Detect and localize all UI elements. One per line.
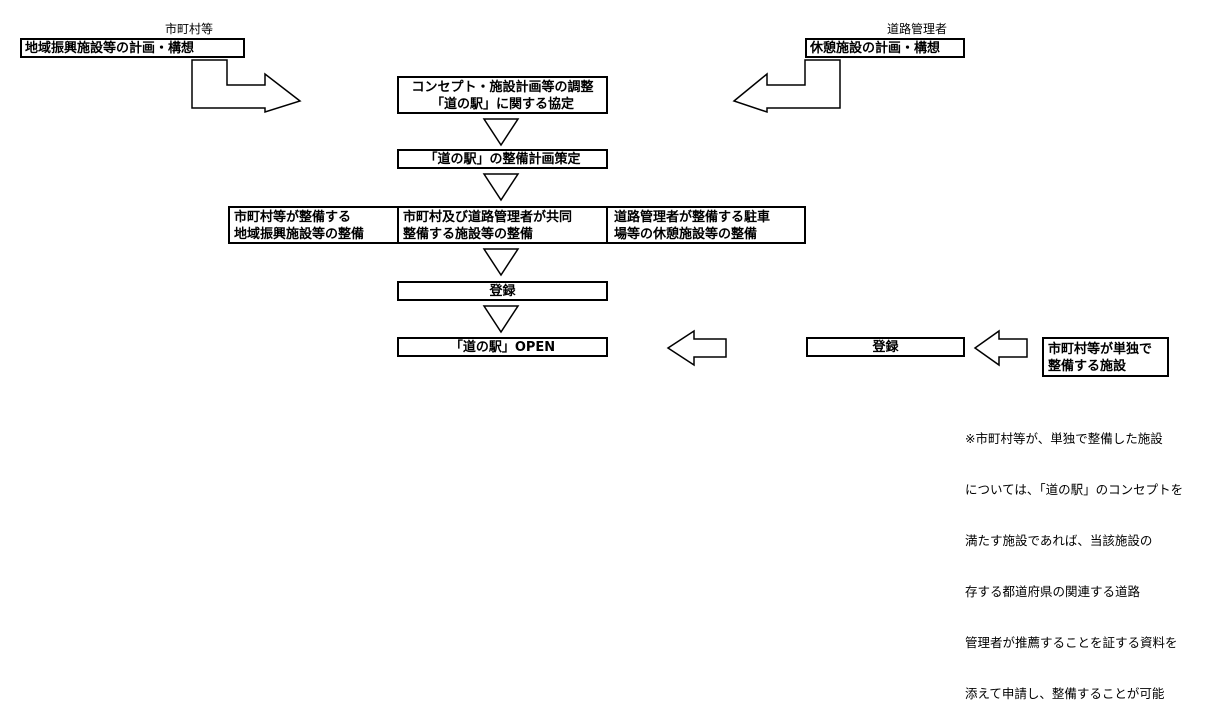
standalone-registration-box: 登録 [806,337,965,357]
down-triangle-icon [482,173,520,202]
footnote-line-3: 満たす施設であれば、当該施設の [965,533,1153,548]
down-triangle-icon [482,118,520,147]
left-arrow-icon [973,329,1028,367]
open-text: 「道の駅」OPEN [449,340,556,355]
municipal-development-box: 市町村等が整備する 地域振興施設等の整備 [228,206,399,244]
standalone-facility-box: 市町村等が単独で 整備する施設 [1042,337,1169,377]
municipal-development-line-1: 市町村等が整備する [234,210,352,225]
bent-arrow-left-icon [732,59,841,114]
open-box: 「道の駅」OPEN [397,337,608,357]
municipality-plan-text: 地域振興施設等の計画・構想 [25,41,195,56]
standalone-facility-line-2: 整備する施設 [1048,359,1127,374]
coordination-line-2: 「道の駅」に関する協定 [430,97,574,112]
standalone-registration-text: 登録 [872,340,899,355]
master-plan-box: 「道の駅」の整備計画策定 [397,149,608,169]
joint-development-line-2: 整備する施設等の整備 [403,227,534,242]
road-admin-label: 道路管理者 [887,22,948,36]
registration-text: 登録 [489,284,516,299]
bent-arrow-right-icon [191,59,302,114]
road-development-box: 道路管理者が整備する駐車 場等の休憩施設等の整備 [606,206,806,244]
footnote-line-1: ※市町村等が、単独で整備した施設 [965,431,1163,446]
left-arrow-icon [666,329,727,367]
footnote-line-5: 管理者が推薦することを証する資料を [965,635,1178,650]
road-development-line-2: 場等の休憩施設等の整備 [614,227,758,242]
footnote-line-6: 添えて申請し、整備することが可能 [965,686,1165,701]
road-admin-plan-box: 休憩施設の計画・構想 [805,38,965,58]
down-triangle-icon [482,305,520,334]
municipality-label: 市町村等 [165,22,214,36]
footnote-line-2: については、「道の駅」のコンセプトを [965,482,1184,497]
joint-development-line-1: 市町村及び道路管理者が共同 [403,210,573,225]
municipality-plan-box: 地域振興施設等の計画・構想 [20,38,245,58]
master-plan-text: 「道の駅」の整備計画策定 [424,152,581,167]
registration-box: 登録 [397,281,608,301]
municipal-development-line-2: 地域振興施設等の整備 [234,227,365,242]
joint-development-box: 市町村及び道路管理者が共同 整備する施設等の整備 [397,206,608,244]
road-development-line-1: 道路管理者が整備する駐車 [614,210,771,225]
road-admin-plan-text: 休憩施設の計画・構想 [810,41,941,56]
down-triangle-icon [482,248,520,277]
coordination-line-1: コンセプト・施設計画等の調整 [411,80,594,95]
footnote: ※市町村等が、単独で整備した施設 については、「道の駅」のコンセプトを 満たす施… [965,396,1183,719]
footnote-line-4: 存する都道府県の関連する道路 [965,584,1141,599]
coordination-box: コンセプト・施設計画等の調整 「道の駅」に関する協定 [397,76,608,114]
standalone-facility-line-1: 市町村等が単独で [1048,342,1153,357]
